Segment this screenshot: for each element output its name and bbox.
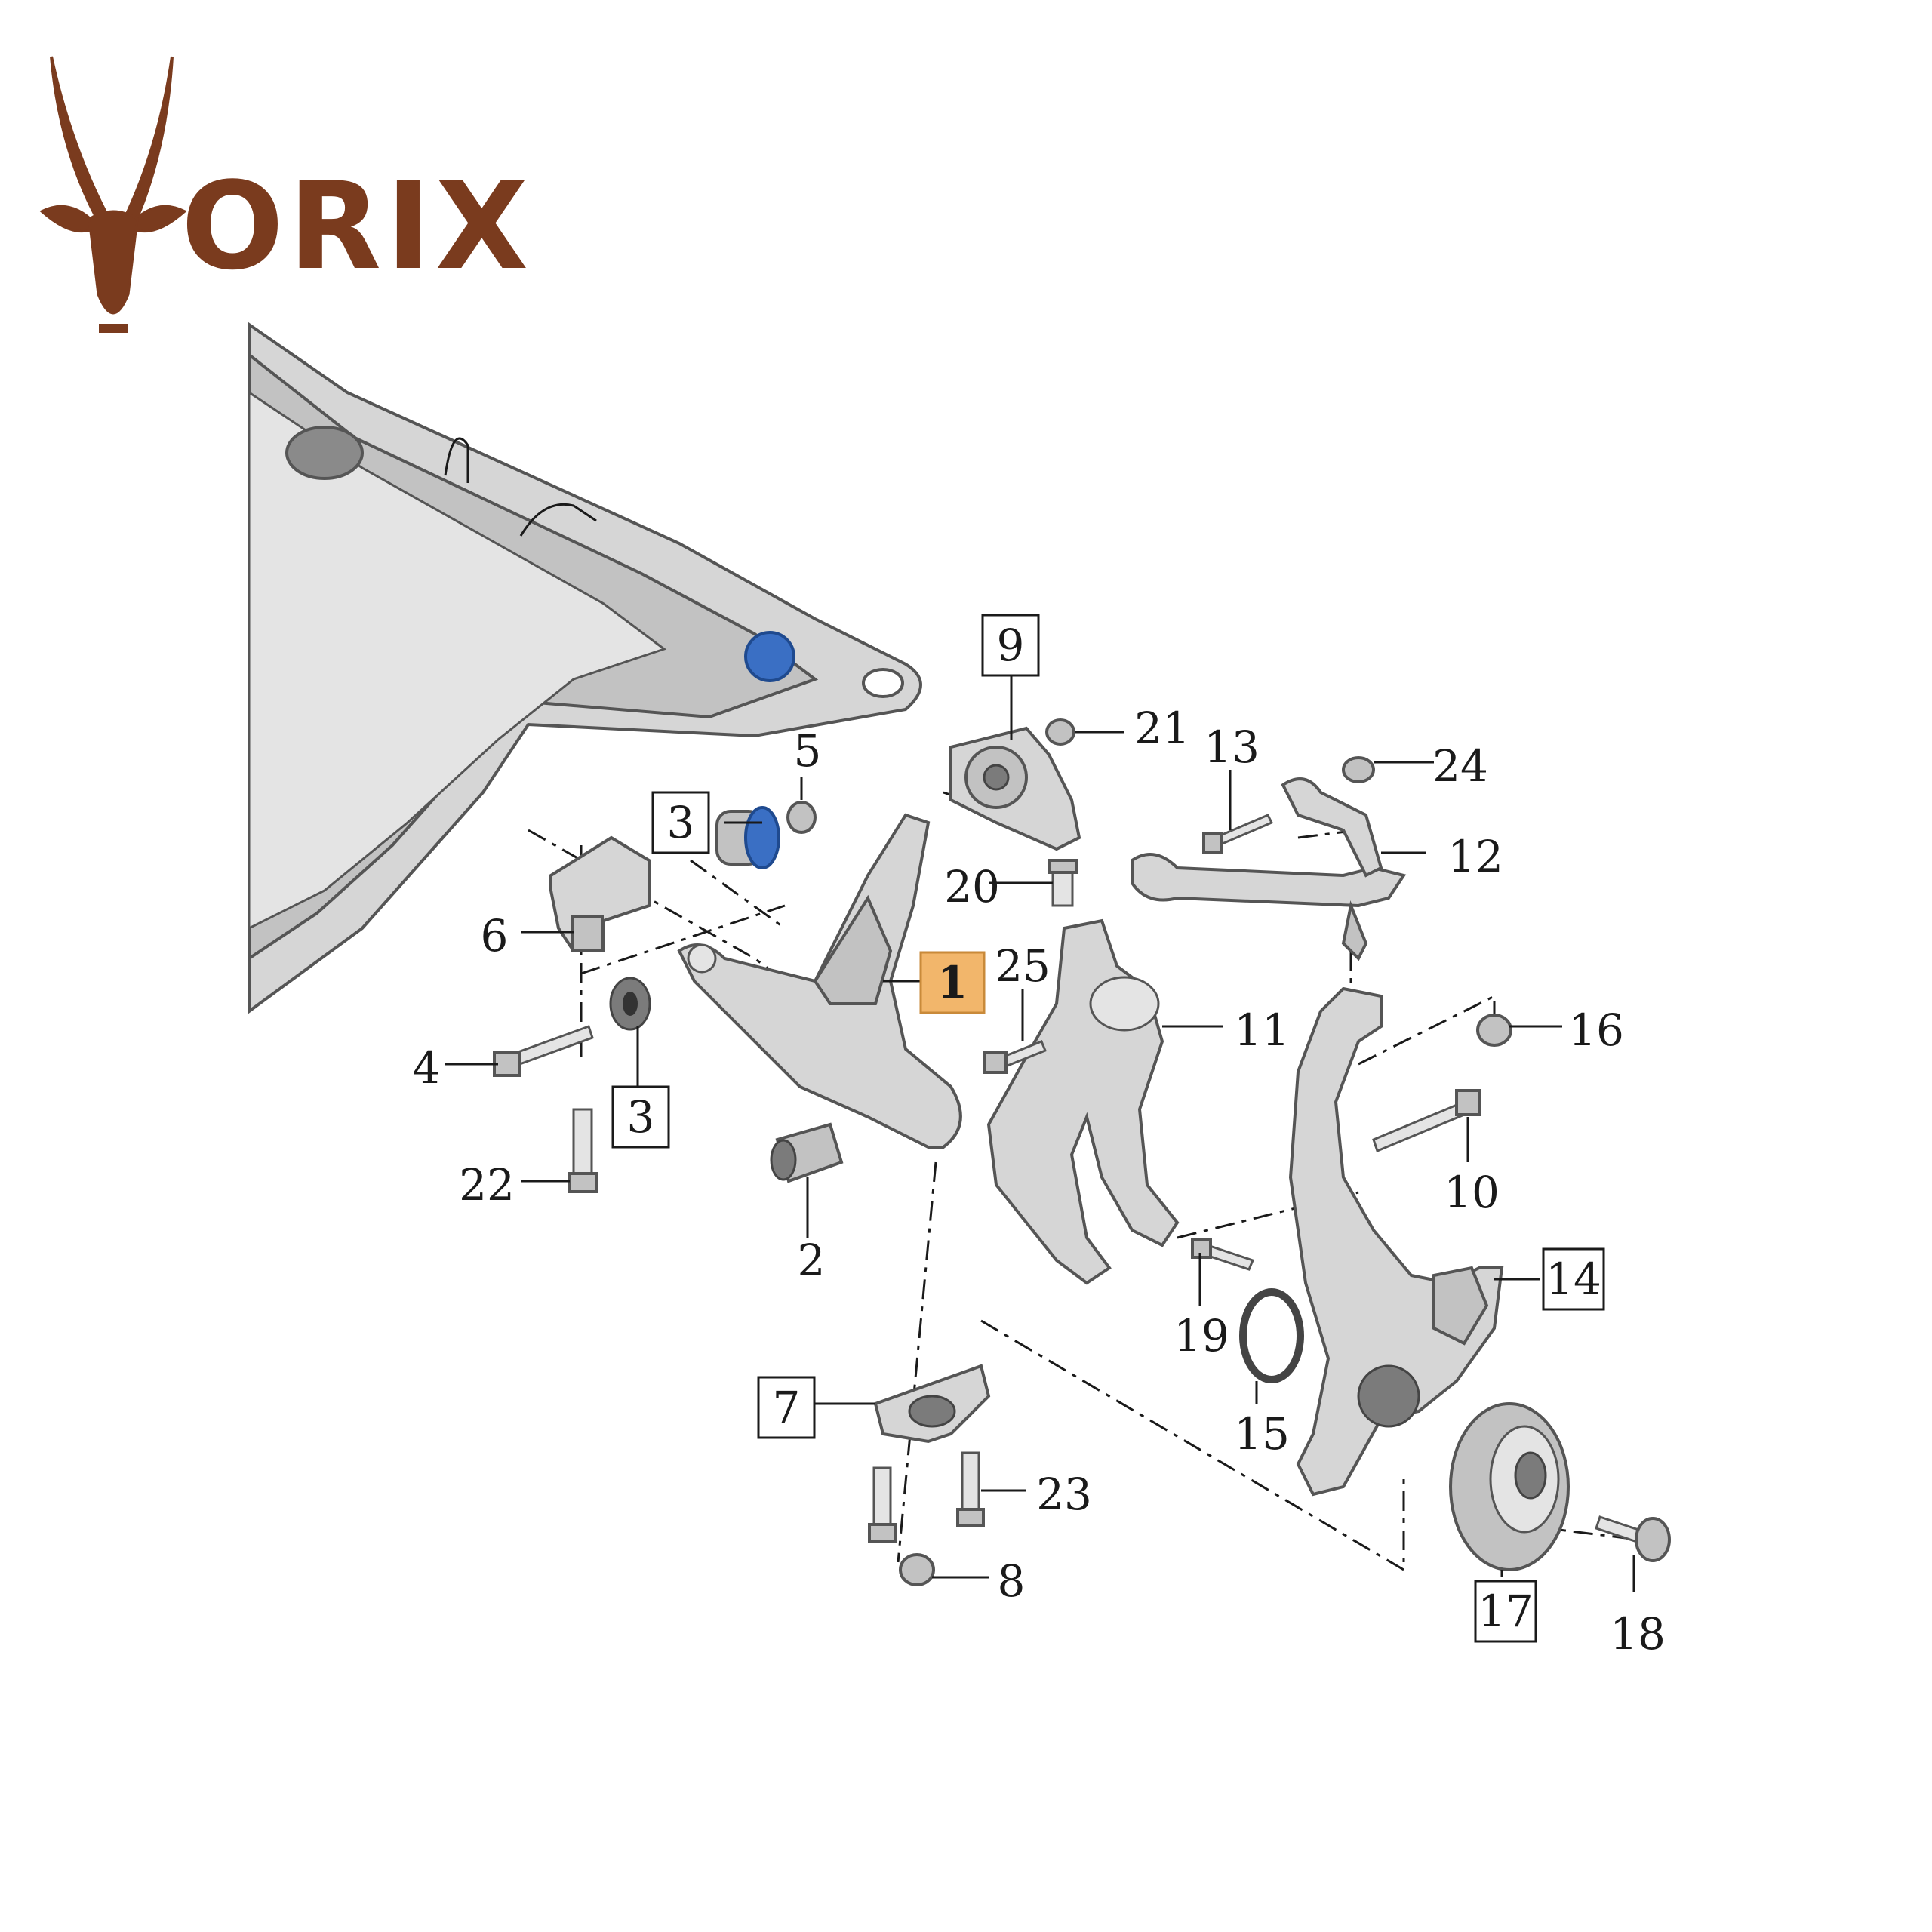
arm-bracket-11 (986, 918, 1180, 1285)
clip-24 (1342, 756, 1375, 783)
callout-box-3a (651, 791, 710, 854)
callout-17: 17 (1478, 1586, 1534, 1637)
callout-4: 4 (413, 1042, 441, 1094)
callout-23: 23 (1036, 1469, 1092, 1520)
bolt-19 (1191, 1238, 1255, 1271)
callout-12: 12 (1447, 831, 1503, 882)
arm-bushing (770, 1122, 844, 1183)
callout-7: 7 (773, 1382, 801, 1433)
top-bushing-blue (715, 806, 780, 869)
bolt-4 (493, 1025, 594, 1077)
callout-18: 18 (1610, 1608, 1666, 1660)
brand-name: ORIX (181, 155, 533, 297)
callout-box-17 (1474, 1580, 1537, 1643)
nut-21 (1045, 718, 1075, 746)
bolts-23 (868, 1451, 985, 1543)
bolt-18 (1595, 1515, 1671, 1562)
wheel-hub (1449, 1402, 1570, 1571)
leader-lines (445, 664, 1635, 1592)
oryx-head-icon (39, 56, 187, 333)
bolt-20 (1048, 859, 1078, 907)
bolt-22 (568, 1108, 598, 1193)
callout-box-3b (611, 1085, 670, 1149)
callout-1: 1 (937, 957, 968, 1008)
callout-15: 15 (1234, 1408, 1290, 1460)
callout-22: 22 (459, 1159, 515, 1211)
brand-logo: ORIX (39, 56, 533, 333)
bolt-13 (1202, 814, 1274, 854)
nut-8 (899, 1553, 935, 1586)
callout-14: 14 (1546, 1254, 1601, 1305)
callout-13: 13 (1204, 721, 1260, 773)
callout-2: 2 (798, 1235, 826, 1286)
bracket-6 (549, 835, 651, 952)
callout-3b: 3 (627, 1091, 655, 1143)
bolt-25 (983, 1040, 1047, 1074)
callout-20: 20 (944, 861, 1000, 912)
callout-box-1 (919, 951, 986, 1014)
callout-box-14 (1542, 1247, 1605, 1311)
bushing-washer (609, 977, 651, 1031)
bushing-mount-9 (949, 726, 1081, 851)
callout-labels: 1 2 3 3 4 5 6 7 8 9 10 11 12 13 14 15 16… (413, 614, 1666, 1660)
nut-16 (1476, 1014, 1512, 1047)
callout-6: 6 (481, 910, 509, 961)
callout-10: 10 (1444, 1167, 1500, 1218)
callout-11: 11 (1234, 1004, 1290, 1056)
callout-25: 25 (995, 940, 1051, 992)
nut-5 (786, 801, 817, 834)
lower-control-arm (677, 813, 962, 1149)
upper-arm-12 (1131, 777, 1407, 961)
callout-3a: 3 (667, 797, 695, 848)
abs-ring (1239, 1288, 1304, 1383)
callout-box-7 (757, 1376, 816, 1439)
callout-5: 5 (794, 725, 822, 777)
bolt-10 (1372, 1089, 1481, 1153)
callout-box-9 (981, 614, 1040, 677)
callout-16: 16 (1568, 1004, 1624, 1056)
subframe (248, 321, 922, 1014)
callout-24: 24 (1432, 740, 1488, 792)
callout-9: 9 (997, 620, 1025, 671)
callout-21: 21 (1134, 703, 1190, 754)
ball-joint-bracket (873, 1364, 991, 1444)
callout-8: 8 (998, 1555, 1026, 1607)
steering-knuckle (1288, 986, 1504, 1497)
callout-19: 19 (1174, 1310, 1229, 1361)
blue-plug-icon (744, 631, 795, 682)
